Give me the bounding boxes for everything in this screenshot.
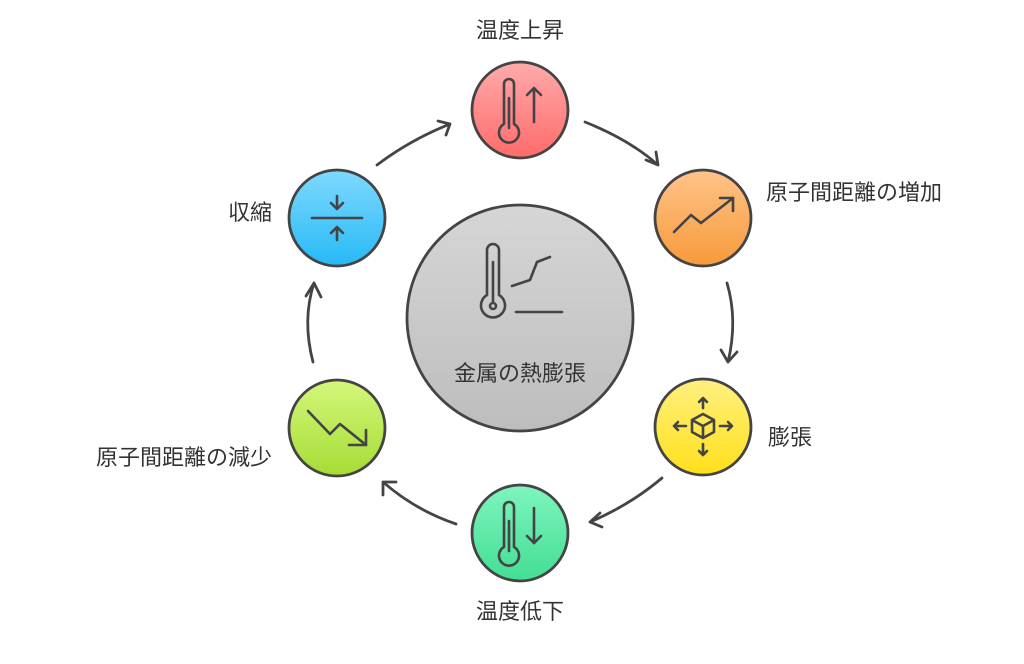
node-label: 温度低下: [476, 600, 564, 625]
arrow-3: [588, 476, 664, 529]
arrow-2: [719, 281, 739, 364]
cycle-arrows: [304, 119, 739, 529]
arrow-5: [304, 281, 323, 364]
node-label: 膨張: [768, 426, 812, 451]
node-expansion: 膨張: [653, 377, 812, 477]
trend-up-icon: [672, 196, 735, 234]
thermometer-up-icon: [497, 77, 543, 144]
thermometer-graph-icon: [479, 242, 564, 319]
node-label: 収縮: [228, 201, 272, 226]
node-label: 温度上昇: [476, 19, 564, 44]
center-title: 金属の熱膨張: [454, 362, 586, 387]
node-contraction: 収縮: [228, 168, 387, 268]
node-temperature-fall: 温度低下: [470, 483, 570, 625]
node-atomic-distance-decrease: 原子間距離の減少: [96, 378, 387, 478]
node-label: 原子間距離の増加: [766, 181, 942, 206]
center-node: 金属の熱膨張: [405, 203, 635, 433]
node-atomic-distance-increase: 原子間距離の増加: [653, 168, 942, 268]
arrow-1: [583, 120, 660, 167]
node-label: 原子間距離の減少: [96, 446, 272, 471]
thermometer-down-icon: [497, 500, 543, 567]
arrow-4: [381, 480, 458, 526]
trend-down-icon: [306, 409, 368, 447]
node-temperature-rise: 温度上昇: [470, 19, 570, 160]
compress-icon: [310, 194, 364, 242]
arrow-6: [375, 119, 452, 167]
cube-expand-icon: [672, 396, 734, 457]
